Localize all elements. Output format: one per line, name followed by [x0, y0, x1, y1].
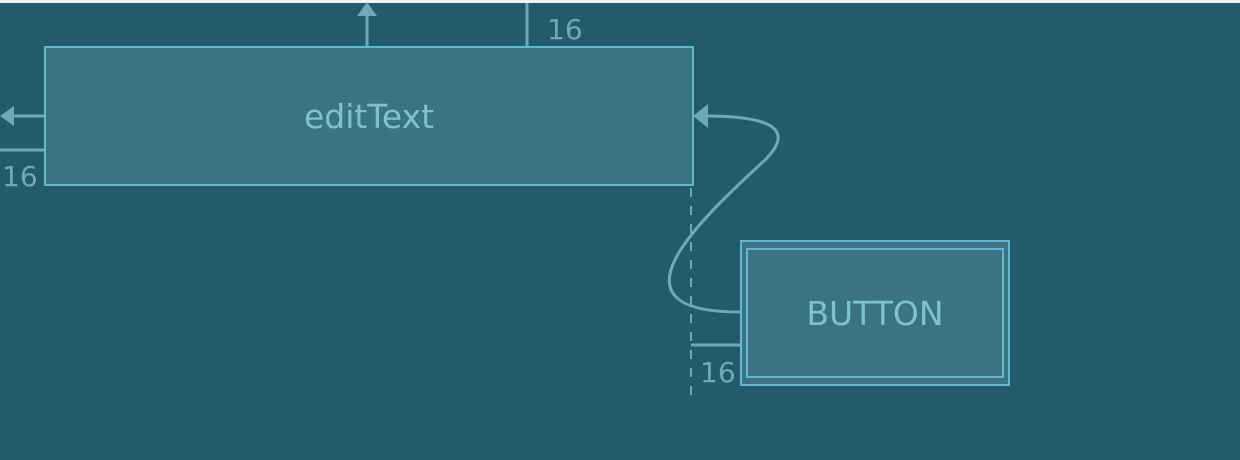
left-constraint-arrow: [0, 106, 14, 126]
left-margin-value: 16: [2, 160, 38, 193]
button-to-edittext-constraint: [667, 114, 780, 314]
button-inner-frame: BUTTON: [746, 248, 1004, 378]
top-constraint-arrow: [357, 2, 377, 16]
button-widget[interactable]: BUTTON: [740, 240, 1010, 386]
canvas-top-edge: [0, 0, 1240, 3]
button-margin-value: 16: [700, 356, 736, 389]
edit-text-label: editText: [303, 96, 435, 136]
button-constraint-arrow: [693, 104, 708, 128]
edit-text-widget[interactable]: editText: [44, 46, 694, 186]
button-label: BUTTON: [806, 293, 944, 333]
top-margin-value: 16: [547, 13, 583, 46]
